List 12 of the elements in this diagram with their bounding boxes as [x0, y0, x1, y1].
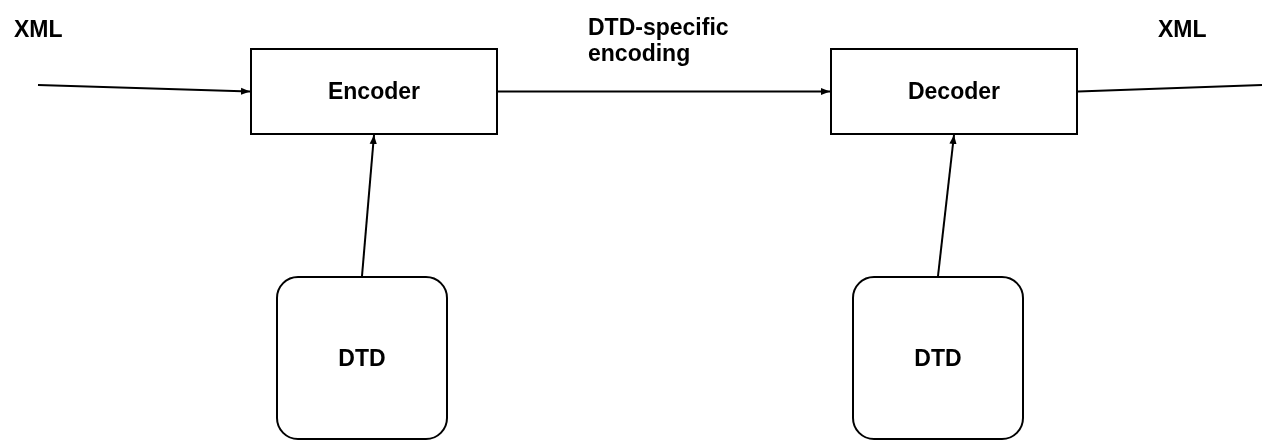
process-box	[830, 48, 1078, 135]
node-label: Decoder	[907, 78, 1000, 105]
rounded-box	[852, 276, 1024, 440]
node-label: DTD	[338, 344, 386, 372]
arrow	[361, 134, 377, 277]
node-label: Encoder	[328, 78, 420, 105]
rounded-box	[276, 276, 448, 440]
arrow	[37, 84, 251, 95]
node-label: DTD	[914, 344, 962, 372]
arrow	[497, 87, 831, 96]
arrow	[937, 134, 957, 277]
process-box	[250, 48, 498, 135]
